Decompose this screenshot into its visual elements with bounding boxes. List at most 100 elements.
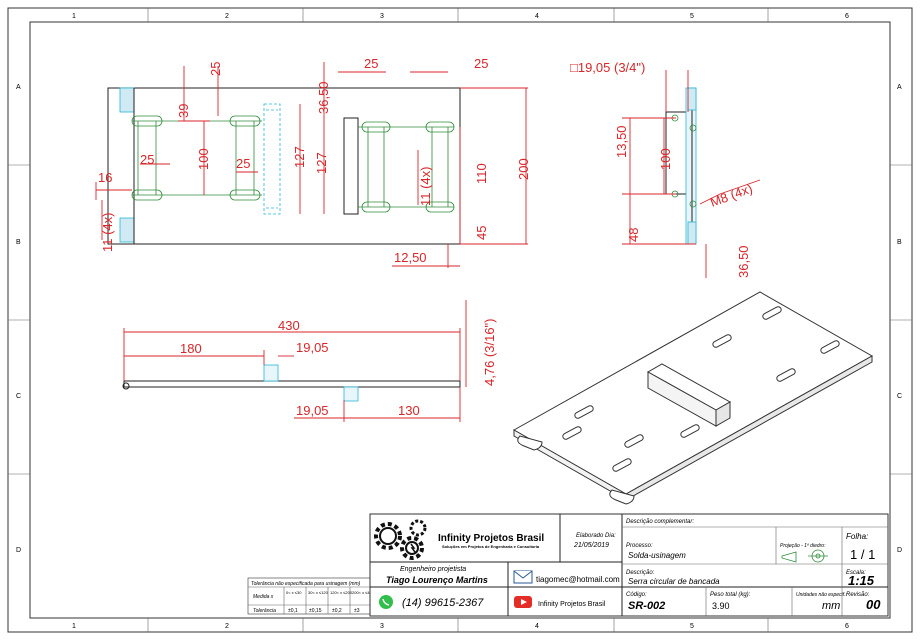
- youtube-icon: [514, 596, 532, 608]
- hinge-bottom: [119, 217, 135, 243]
- dim-front-180: 180: [180, 341, 202, 356]
- dim-left-127-a: 127: [292, 146, 307, 168]
- dim-side-36-50: 36,50: [736, 245, 751, 278]
- side-plate: [685, 87, 697, 245]
- side-view: □19,05 (3/4") 13,50 100 M8 (4x) 48 36,50: [570, 60, 761, 278]
- col-label-top-1: 1: [72, 13, 76, 20]
- company-logo-icon: [374, 519, 427, 560]
- youtube-text: Infinity Projetos Brasil: [538, 601, 606, 608]
- whatsapp-icon: [379, 595, 393, 609]
- tol-r2-c3: ±0,2: [332, 608, 342, 614]
- engineer-name: Tiago Lourenço Martins: [386, 575, 488, 585]
- dim-mid-200: 200: [516, 158, 531, 180]
- dim-side-square: □19,05 (3/4"): [570, 60, 645, 75]
- tol-r2-c1: ±0,1: [288, 608, 298, 614]
- elaborado-value: 21/05/2019: [573, 542, 609, 549]
- top-view-dimension-lines: [95, 62, 528, 268]
- dim-left-11-4x: 11 (4x): [100, 213, 115, 253]
- title-block: Infinity Projetos Brasil Soluções em Pro…: [369, 513, 889, 617]
- row-label-left-C: C: [16, 393, 21, 400]
- square-bar: [343, 117, 359, 215]
- tol-r2-c2: ±0,15: [309, 608, 322, 614]
- hidden-bar: [263, 103, 281, 215]
- codigo-value: SR-002: [628, 600, 665, 612]
- processo-value: Solda-usinagem: [628, 551, 686, 560]
- column-labels: 1 2 3 4 5 6 1 2 3 4 5 6 A B C D A B C D: [16, 13, 902, 630]
- col-label-top-3: 3: [380, 13, 384, 20]
- dim-front-130: 130: [398, 403, 420, 418]
- dim-left-16: 16: [98, 170, 112, 185]
- dim-top-25-b: 25: [364, 56, 378, 71]
- projecao-label: Projeção - 1º diedro:: [780, 543, 826, 549]
- col-label-top-5: 5: [690, 13, 694, 20]
- col-label-bot-2: 2: [225, 623, 229, 630]
- dim-mid-11-4x: 11 (4x): [418, 167, 433, 207]
- revisao-value: 00: [866, 597, 881, 612]
- row-label-left-A: A: [16, 84, 21, 91]
- dim-side-48: 48: [626, 228, 641, 242]
- phone-text: (14) 99615-2367: [402, 597, 484, 609]
- tolerance-title: Tolerância não especificada para usinage…: [251, 581, 361, 587]
- hinge-top: [119, 87, 135, 113]
- row-label-right-D: D: [897, 547, 902, 554]
- dim-mid-12-50: 12,50: [394, 250, 427, 265]
- zone-ticks: [8, 8, 912, 632]
- front-bar-top: [263, 364, 279, 382]
- unidades-label: Unidades não especif.:: [796, 592, 847, 598]
- tol-r1-c3: 120< x ≤200: [330, 590, 353, 595]
- front-view: 430 180 19,05 4,76 (3/16") 19,05 130: [122, 300, 497, 422]
- tol-r2-c0: Tolerância: [253, 608, 276, 614]
- dim-top-36-50: 36,50: [316, 81, 331, 114]
- dim-mid-45: 45: [474, 226, 489, 240]
- isometric-view: [512, 291, 874, 505]
- dim-front-19-05-a: 19,05: [296, 340, 329, 355]
- tol-r2-c4: ±3: [354, 608, 360, 614]
- descricao-value: Serra circular de bancada: [628, 577, 720, 586]
- descricao-label: Descrição:: [626, 570, 655, 576]
- row-label-left-B: B: [16, 239, 21, 246]
- processo-label: Processo:: [626, 543, 653, 549]
- escala-label: Escala:: [846, 570, 866, 576]
- col-label-top-6: 6: [845, 13, 849, 20]
- peso-label: Peso total (kg):: [710, 592, 751, 598]
- dim-left-100: 100: [196, 148, 211, 170]
- row-label-right-C: C: [897, 393, 902, 400]
- dim-mid-127: 127: [314, 152, 329, 174]
- email-icon: [513, 570, 533, 584]
- dim-side-100: 100: [658, 148, 673, 170]
- col-label-bot-6: 6: [845, 623, 849, 630]
- dim-side-13-50: 13,50: [614, 125, 629, 158]
- slots-right: [358, 121, 455, 213]
- col-label-top-4: 4: [535, 13, 539, 20]
- dim-top-25-c: 25: [474, 56, 488, 71]
- col-label-bot-5: 5: [690, 623, 694, 630]
- tol-r1-c2: 30< x ≤120: [308, 590, 329, 595]
- col-label-bot-1: 1: [72, 623, 76, 630]
- col-label-bot-4: 4: [535, 623, 539, 630]
- dim-front-19-05-b: 19,05: [296, 403, 329, 418]
- tolerance-table: Tolerância não especificada para usinage…: [247, 577, 377, 615]
- engineer-role: Engenheiro projetista: [400, 566, 466, 573]
- dim-front-430: 430: [278, 318, 300, 333]
- dim-mid-110: 110: [474, 163, 489, 184]
- side-view-dimension-lines: [622, 70, 761, 278]
- dim-left-25-a: 25: [140, 152, 154, 167]
- desc-comp-label: Descrição complementar:: [626, 519, 694, 525]
- folha-value: 1 / 1: [850, 547, 875, 562]
- top-view: 25 36,50 25 25 39 25 100 25 127 16 11 (4…: [95, 56, 531, 268]
- dim-top-25-a: 25: [208, 62, 223, 76]
- dim-left-25-b: 25: [236, 156, 250, 171]
- unidades-value: mm: [822, 600, 840, 612]
- escala-value: 1:15: [848, 573, 875, 588]
- company-tagline: Soluções em Projetos de Engenharia e Con…: [442, 544, 540, 549]
- row-label-right-B: B: [897, 239, 902, 246]
- col-label-top-2: 2: [225, 13, 229, 20]
- codigo-label: Código:: [626, 592, 647, 598]
- tol-r1-c1: 0< x ≤30: [286, 590, 302, 595]
- company-name: Infinity Projetos Brasil: [438, 533, 544, 544]
- elaborado-label: Elaborado Dia:: [576, 533, 616, 539]
- revisao-label: Revisão:: [846, 592, 870, 598]
- tol-r1-c4: 200< x ≤4000: [352, 590, 377, 595]
- email-text: tiagomec@hotmail.com: [536, 575, 620, 584]
